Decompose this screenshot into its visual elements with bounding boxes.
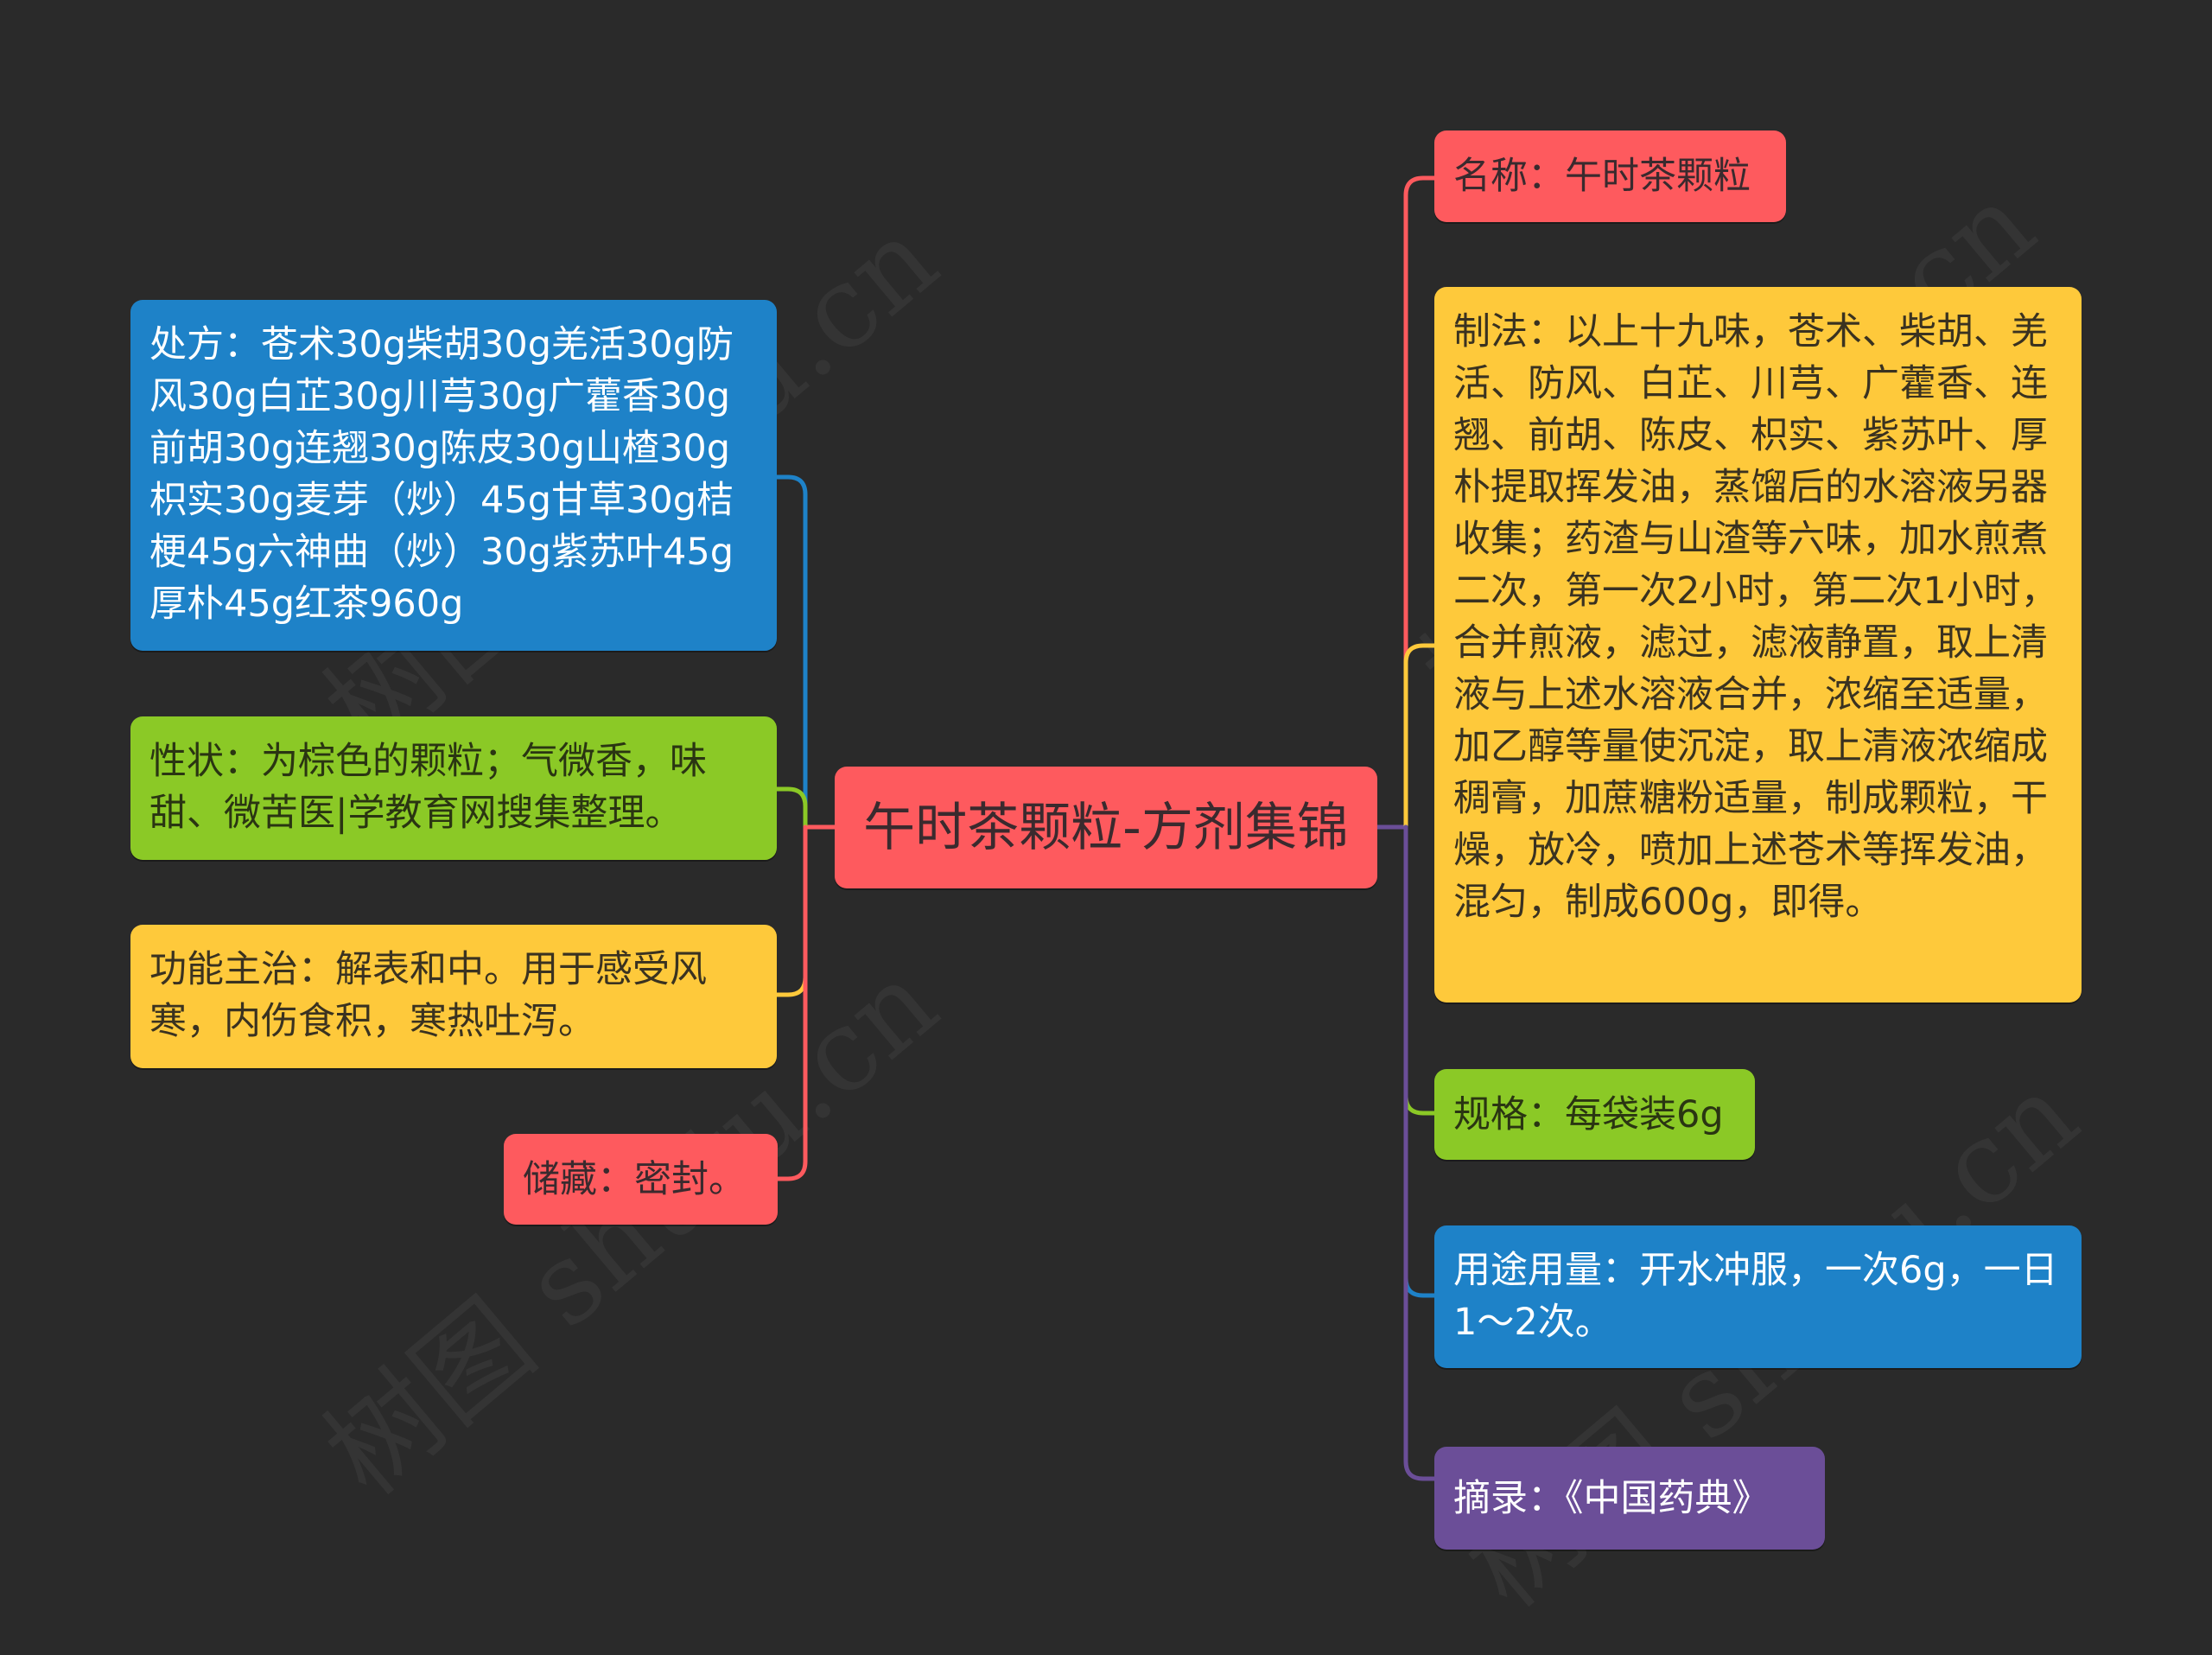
node-specification-label: 规格：每袋装6g [1453, 1092, 1724, 1136]
node-source-label: 摘录：《中国药典》 [1453, 1476, 1770, 1520]
node-prescription[interactable]: 处方：苍术30g柴胡30g羌活30g防风30g白芷30g川芎30g广藿香30g前… [130, 300, 777, 651]
node-indications[interactable]: 功能主治：解表和中。用于感受风寒，内伤食积，寒热吐泻。 [130, 925, 777, 1068]
node-appearance[interactable]: 性状：为棕色的颗粒；气微香，味甜、微苦医|学教育网搜集整理。 [130, 716, 777, 860]
node-usage-dosage-label: 用途用量：开水冲服，一次6g，一日1～2次。 [1453, 1249, 2058, 1344]
node-indications-label: 功能主治：解表和中。用于感受风寒，内伤食积，寒热吐泻。 [149, 948, 707, 1043]
node-preparation-label: 制法：以上十九味，苍术、柴胡、羌活、防风、白芷、川芎、广藿香、连翘、前胡、陈皮、… [1453, 310, 2058, 924]
node-name-label: 名称：午时茶颗粒 [1453, 155, 1751, 198]
node-storage-label: 储藏：密封。 [523, 1157, 746, 1201]
node-specification[interactable]: 规格：每袋装6g [1434, 1069, 1755, 1160]
node-prescription-label: 处方：苍术30g柴胡30g羌活30g防风30g白芷30g川芎30g广藿香30g前… [149, 323, 734, 626]
node-usage-dosage[interactable]: 用途用量：开水冲服，一次6g，一日1～2次。 [1434, 1225, 2082, 1368]
root-node[interactable]: 午时茶颗粒-方剂集锦 [835, 767, 1377, 888]
root-label: 午时茶颗粒-方剂集锦 [863, 797, 1349, 858]
node-source[interactable]: 摘录：《中国药典》 [1434, 1447, 1825, 1550]
node-appearance-label: 性状：为棕色的颗粒；气微香，味甜、微苦医|学教育网搜集整理。 [149, 740, 707, 835]
node-storage[interactable]: 储藏：密封。 [504, 1134, 778, 1225]
node-name[interactable]: 名称：午时茶颗粒 [1434, 130, 1786, 222]
node-preparation[interactable]: 制法：以上十九味，苍术、柴胡、羌活、防风、白芷、川芎、广藿香、连翘、前胡、陈皮、… [1434, 287, 2082, 1003]
